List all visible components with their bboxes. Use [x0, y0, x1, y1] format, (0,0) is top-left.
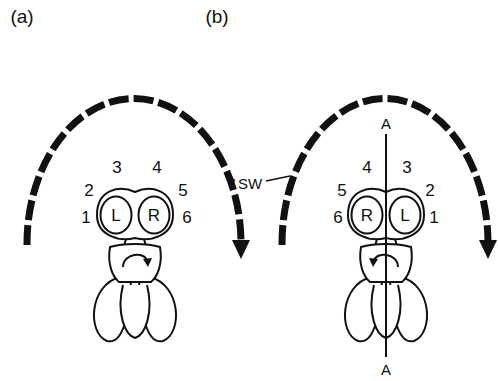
callout-number: 1: [81, 209, 90, 226]
callout-number: 5: [337, 182, 346, 199]
eye-shape: R: [137, 195, 171, 235]
panel-label: (a): [10, 7, 33, 26]
panel-label: (b): [205, 7, 228, 26]
eye-letter: L: [111, 207, 120, 224]
callout-number: 2: [84, 182, 93, 199]
eye-letter: R: [361, 207, 373, 224]
callout-number: 4: [362, 159, 371, 176]
callout-number: 2: [425, 182, 434, 199]
callout-number: 3: [402, 159, 411, 176]
eye-shape: L: [388, 195, 422, 235]
eye-shape: R: [350, 195, 384, 235]
callout-number: 1: [429, 209, 438, 226]
eye-letter: R: [148, 207, 160, 224]
callout-number: 6: [333, 209, 342, 226]
callout-number: 4: [152, 159, 161, 176]
eye-letter: L: [400, 207, 409, 224]
callout-number: 6: [182, 209, 191, 226]
callout-number: 3: [112, 159, 121, 176]
callout-number: SW: [238, 176, 262, 191]
callout-number: A: [381, 362, 391, 377]
eye-shape: L: [99, 195, 133, 235]
callout-number: A: [381, 116, 391, 131]
callout-number: 5: [178, 182, 187, 199]
